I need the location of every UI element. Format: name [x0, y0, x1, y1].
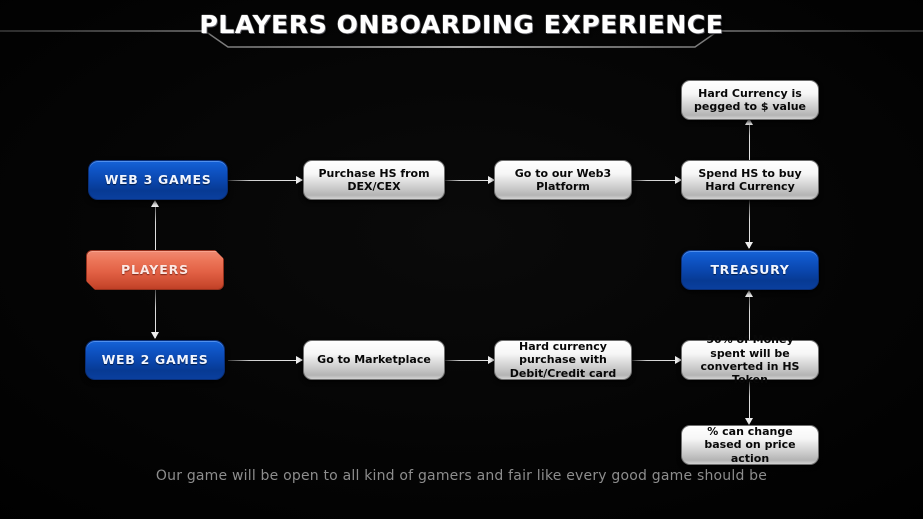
arrowhead-platform-to-spendhs	[675, 176, 682, 184]
connector-web3-to-purchase	[228, 180, 302, 181]
node-treasury[interactable]: TREASURY	[681, 250, 819, 290]
node-treasury-label: TREASURY	[710, 262, 790, 278]
node-spend-hs[interactable]: Spend HS to buy Hard Currency	[681, 160, 819, 200]
node-web2-games[interactable]: WEB 2 GAMES	[85, 340, 225, 380]
node-marketplace[interactable]: Go to Marketplace	[303, 340, 445, 380]
node-web2-games-label: WEB 2 GAMES	[101, 352, 209, 368]
node-purchase-hs-label: Purchase HS from DEX/CEX	[318, 166, 430, 193]
node-web3-games-label: WEB 3 GAMES	[104, 172, 212, 188]
connector-purchase-to-platform	[445, 180, 495, 181]
node-hard-currency-purchase-label: Hard currency purchase with Debit/Credit…	[509, 339, 617, 380]
node-fifty-percent-label: 50% of Money spent will be converted in …	[700, 333, 800, 387]
footer-note: Our game will be open to all kind of gam…	[155, 468, 768, 484]
node-percent-change[interactable]: % can change based on price action	[681, 425, 819, 465]
page-title: PLAYERS ONBOARDING EXPERIENCE	[199, 10, 724, 39]
connector-fiftypercent-to-treasury	[749, 292, 750, 340]
node-web3-platform-label: Go to our Web3 Platform	[514, 166, 612, 193]
node-hard-currency-purchase[interactable]: Hard currency purchase with Debit/Credit…	[494, 340, 632, 380]
arrowhead-marketplace-to-hcpurchase	[488, 356, 495, 364]
arrowhead-fiftypercent-to-treasury	[745, 290, 753, 297]
arrowhead-spendhs-to-pegged	[745, 118, 753, 125]
node-fifty-percent[interactable]: 50% of Money spent will be converted in …	[681, 333, 819, 386]
arrowhead-fiftypercent-to-percentchange	[745, 418, 753, 425]
connector-players-to-web2	[155, 288, 156, 338]
arrowhead-web3-to-purchase	[296, 176, 303, 184]
node-marketplace-label: Go to Marketplace	[317, 353, 431, 367]
node-web3-platform[interactable]: Go to our Web3 Platform	[494, 160, 632, 200]
connector-platform-to-spendhs	[632, 180, 682, 181]
arrowhead-purchase-to-platform	[488, 176, 495, 184]
connector-spendhs-to-pegged	[749, 120, 750, 160]
connector-spendhs-to-treasury	[749, 200, 750, 248]
node-players-label: PLAYERS	[120, 262, 190, 278]
connector-fiftypercent-to-percentchange	[749, 380, 750, 422]
arrowhead-web2-to-marketplace	[296, 356, 303, 364]
arrowhead-players-to-web3	[151, 200, 159, 207]
arrowhead-hcpurchase-to-fiftypercent	[675, 356, 682, 364]
node-percent-change-label: % can change based on price action	[704, 424, 796, 465]
connector-marketplace-to-hcpurchase	[445, 360, 495, 361]
node-web3-games[interactable]: WEB 3 GAMES	[88, 160, 228, 200]
node-purchase-hs[interactable]: Purchase HS from DEX/CEX	[303, 160, 445, 200]
connector-web2-to-marketplace	[228, 360, 302, 361]
node-players[interactable]: PLAYERS	[86, 250, 224, 290]
arrowhead-spendhs-to-treasury	[745, 242, 753, 249]
arrowhead-players-to-web2	[151, 332, 159, 339]
node-hard-currency-pegged[interactable]: Hard Currency is pegged to $ value	[681, 80, 819, 120]
connector-hcpurchase-to-fiftypercent	[632, 360, 682, 361]
node-spend-hs-label: Spend HS to buy Hard Currency	[698, 166, 802, 193]
node-hard-currency-pegged-label: Hard Currency is pegged to $ value	[693, 86, 807, 113]
connector-players-to-web3	[155, 202, 156, 252]
